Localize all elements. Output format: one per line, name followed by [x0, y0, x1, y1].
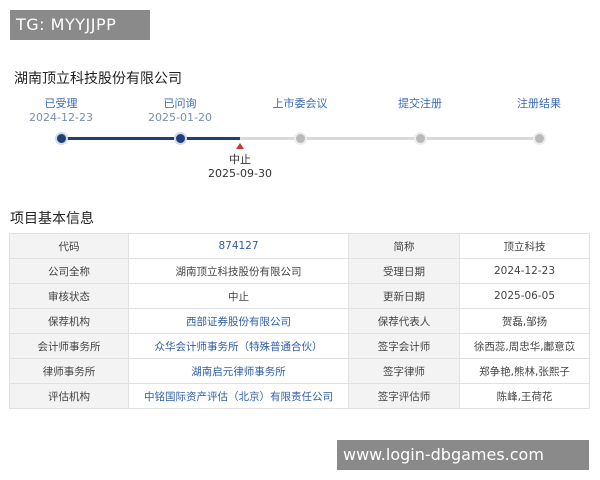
watermark-bottom: www.login-dbgames.com [337, 440, 589, 470]
table-row: 会计师事务所 众华会计师事务所（特殊普通合伙） 签字会计师 徐西蕊,周忠华,鄘意… [9, 333, 590, 359]
table-row: 律师事务所 湖南启元律师事务所 签字律师 郑争艳,熊林,张熙子 [9, 358, 590, 384]
step-node-inquired [173, 132, 187, 145]
step-date-inquired: 2025-01-20 [148, 111, 212, 124]
step-label-registration-result: 注册结果 [517, 97, 561, 110]
table-row: 代码 874127 简称 顶立科技 [9, 233, 590, 259]
field-label-signing-accountant: 签字会计师 [348, 333, 460, 359]
company-title: 湖南顶立科技股份有限公司 [14, 71, 182, 87]
field-value-law-firm[interactable]: 湖南启元律师事务所 [128, 358, 349, 384]
suspended-marker-icon [236, 143, 244, 149]
field-label-sponsor-rep: 保荐代表人 [348, 308, 460, 334]
field-value-appraisal-firm[interactable]: 中铭国际资产评估（北京）有限责任公司 [128, 383, 349, 409]
field-value-sponsor[interactable]: 西部证券股份有限公司 [128, 308, 349, 334]
step-node-accepted [54, 132, 68, 145]
step-date-accepted: 2024-12-23 [29, 111, 93, 124]
table-row: 审核状态 中止 更新日期 2025-06-05 [9, 283, 590, 309]
watermark-top: TG: MYYJJPP [10, 10, 150, 40]
table-row: 评估机构 中铭国际资产评估（北京）有限责任公司 签字评估师 陈峰,王荷花 [9, 383, 590, 409]
field-label-short-name: 简称 [348, 233, 460, 259]
field-label-code: 代码 [9, 233, 129, 259]
field-label-signing-appraiser: 签字评估师 [348, 383, 460, 409]
field-label-appraisal-firm: 评估机构 [9, 383, 129, 409]
suspended-date: 2025-09-30 [208, 167, 272, 180]
table-row: 保荐机构 西部证券股份有限公司 保荐代表人 贺磊,邹扬 [9, 308, 590, 334]
field-value-signing-lawyer: 郑争艳,熊林,张熙子 [459, 358, 590, 384]
field-value-accept-date: 2024-12-23 [459, 258, 590, 284]
field-value-short-name: 顶立科技 [459, 233, 590, 259]
section-title-basic-info: 项目基本信息 [10, 211, 94, 227]
field-label-signing-lawyer: 签字律师 [348, 358, 460, 384]
field-value-update-date: 2025-06-05 [459, 283, 590, 309]
step-node-listing-committee [293, 132, 307, 145]
progress-track-completed [61, 137, 240, 140]
step-node-registration-result [532, 132, 546, 145]
project-info-table: 代码 874127 简称 顶立科技 公司全称 湖南顶立科技股份有限公司 受理日期… [9, 233, 590, 409]
field-label-review-status: 审核状态 [9, 283, 129, 309]
step-label-listing-committee: 上市委会议 [272, 97, 328, 110]
field-label-sponsor: 保荐机构 [9, 308, 129, 334]
field-label-law-firm: 律师事务所 [9, 358, 129, 384]
field-value-review-status: 中止 [128, 283, 349, 309]
step-label-inquired: 已问询 [163, 97, 197, 110]
field-label-accounting-firm: 会计师事务所 [9, 333, 129, 359]
field-label-full-name: 公司全称 [9, 258, 129, 284]
field-value-signing-accountant: 徐西蕊,周忠华,鄘意苡 [459, 333, 590, 359]
field-label-update-date: 更新日期 [348, 283, 460, 309]
step-node-submit-registration [413, 132, 427, 145]
suspended-label: 中止 [229, 153, 251, 166]
field-value-accounting-firm[interactable]: 众华会计师事务所（特殊普通合伙） [128, 333, 349, 359]
field-value-signing-appraiser: 陈峰,王荷花 [459, 383, 590, 409]
step-label-accepted: 已受理 [44, 97, 78, 110]
review-progress-timeline: 已受理 2024-12-23 已问询 2025-01-20 上市委会议 提交注册… [0, 95, 600, 185]
table-row: 公司全称 湖南顶立科技股份有限公司 受理日期 2024-12-23 [9, 258, 590, 284]
field-value-full-name: 湖南顶立科技股份有限公司 [128, 258, 349, 284]
step-label-submit-registration: 提交注册 [398, 97, 442, 110]
field-value-code[interactable]: 874127 [128, 233, 349, 259]
field-label-accept-date: 受理日期 [348, 258, 460, 284]
field-value-sponsor-rep: 贺磊,邹扬 [459, 308, 590, 334]
